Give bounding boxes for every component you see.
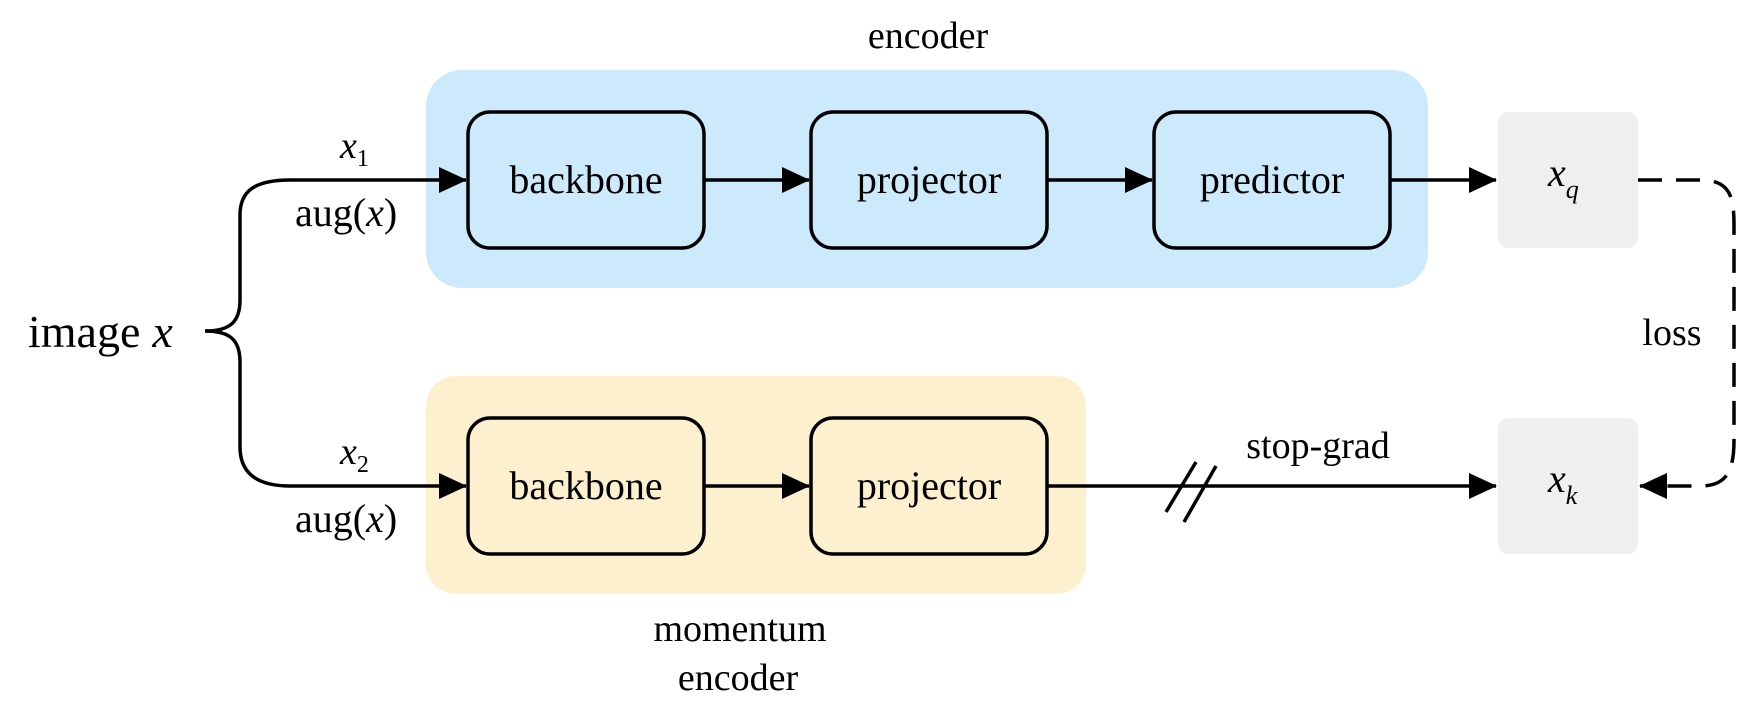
split-path-top (204, 167, 467, 333)
branch-top-aug: aug(x) (295, 190, 397, 235)
branch-top-var: x1 (339, 125, 369, 172)
loss-label: loss (1642, 312, 1701, 354)
branch-bottom-var: x2 (339, 431, 369, 478)
loss-dashed-connector (1638, 178, 1736, 499)
input-image-word: image (28, 306, 140, 357)
momentum-encoder-label-line2: encoder (678, 657, 799, 699)
stop-grad-slash-2 (1182, 465, 1218, 523)
query-output-box (1498, 112, 1638, 248)
encoder-predictor-label: predictor (1200, 157, 1344, 202)
key-output-label: xk (1547, 456, 1578, 510)
momentum-encoder-label-line1: momentum (653, 608, 826, 650)
query-output-label: xq (1547, 150, 1579, 204)
stop-grad-slash-1 (1164, 461, 1198, 513)
key-output-box (1498, 418, 1638, 554)
encoder-label: encoder (868, 15, 989, 57)
momentum-backbone-label: backbone (509, 463, 662, 508)
encoder-backbone-label: backbone (509, 157, 662, 202)
split-path-bottom (204, 329, 467, 499)
momentum-projector-label: projector (857, 463, 1001, 508)
encoder-projector-label: projector (857, 157, 1001, 202)
stop-grad-label: stop-grad (1246, 425, 1390, 467)
input-image-var: x (151, 306, 173, 357)
branch-bottom-aug: aug(x) (295, 496, 397, 541)
